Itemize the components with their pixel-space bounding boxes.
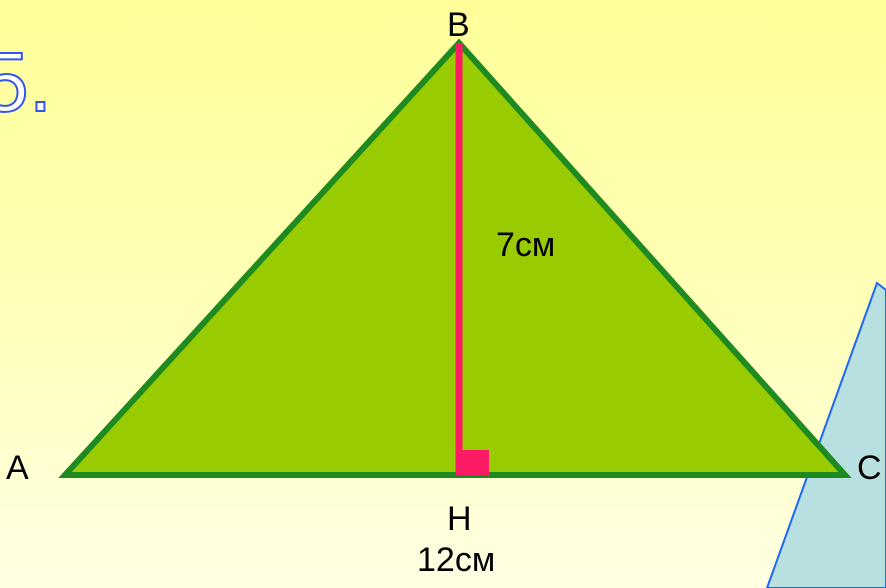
vertex-label-c: C [857, 449, 882, 487]
right-angle-marker [459, 450, 489, 475]
base-length-label: 12см [417, 541, 496, 579]
foot-label-h: H [447, 500, 472, 538]
side-shape [765, 281, 886, 588]
triangle-abc [58, 38, 852, 478]
vertex-label-a: A [6, 449, 29, 487]
height-length-label: 7см [496, 226, 556, 264]
task-number: 5. [0, 35, 53, 129]
vertex-label-b: B [447, 6, 470, 44]
